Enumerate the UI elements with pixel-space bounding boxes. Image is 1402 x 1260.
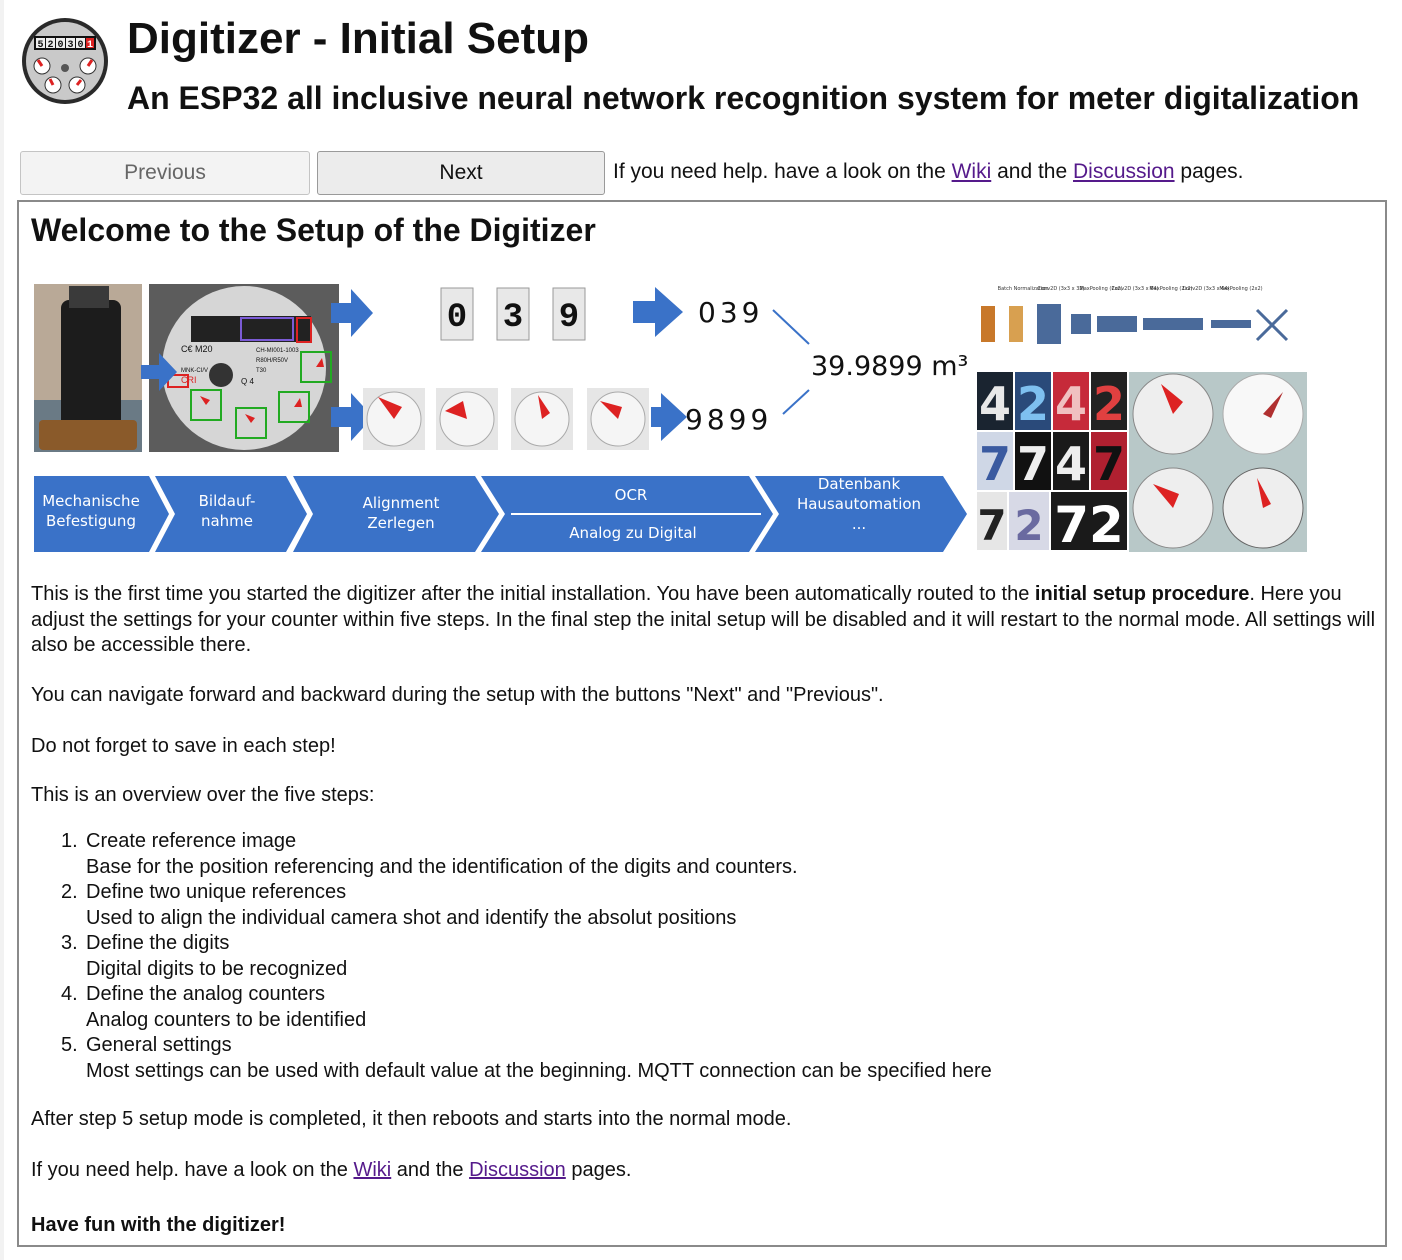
- meter-photo: C€ M20 CH-MI001-1003 R80H/R50V T30 MNK-C…: [149, 284, 339, 452]
- intro-paragraph: This is the first time you started the d…: [31, 582, 1377, 659]
- logo-digit: 0: [57, 40, 63, 51]
- help-and: and the: [396, 1159, 464, 1181]
- overview-intro: This is an overview over the five steps:: [31, 784, 375, 806]
- analog-samples: [1129, 372, 1307, 552]
- nn-layer-label: Batch Normalization: [998, 286, 1049, 292]
- digit-crop: 3: [503, 299, 523, 337]
- analog-crops: [363, 388, 649, 450]
- svg-text:4: 4: [1055, 377, 1087, 431]
- help-prefix: If you need help. have a look on the: [31, 1159, 348, 1181]
- digit-crop: 9: [559, 299, 579, 337]
- intro-text: This is the first time you started the d…: [31, 583, 1035, 605]
- svg-text:7: 7: [1017, 437, 1049, 491]
- fun-message: Have fun with the digitizer!: [31, 1214, 286, 1236]
- svg-text:4: 4: [979, 377, 1011, 431]
- navigate-paragraph: You can navigate forward and backward du…: [31, 684, 884, 706]
- meter-label: CH-MI001-1003: [256, 348, 299, 354]
- svg-text:72: 72: [1054, 496, 1124, 552]
- meter-label: C€ M20: [181, 344, 213, 354]
- logo-digit: 5: [37, 40, 43, 51]
- help-text-top: If you need help. have a look on the Wik…: [613, 160, 1243, 184]
- svg-text:7: 7: [1093, 437, 1125, 491]
- discussion-link[interactable]: Discussion: [469, 1159, 566, 1181]
- logo-digit: 3: [67, 40, 73, 51]
- process-step: Bildauf-nahme: [199, 492, 256, 530]
- svg-text:2: 2: [1093, 377, 1125, 431]
- process-chevrons: [34, 476, 967, 552]
- nn-layer-label: Conv2D (3x3 x 64): [1182, 286, 1229, 292]
- overview-figure: C€ M20 CH-MI001-1003 R80H/R50V T30 MNK-C…: [34, 284, 1307, 552]
- page-subtitle: An ESP32 all inclusive neural network re…: [127, 80, 1360, 116]
- help-text-bottom: If you need help. have a look on the Wik…: [31, 1158, 631, 1184]
- meter-label: T30: [256, 368, 267, 374]
- setup-panel: Welcome to the Setup of the Digitizer C€…: [17, 200, 1387, 1247]
- wiki-link[interactable]: Wiki: [951, 160, 992, 183]
- neural-net-diagram: Batch Normalization Conv2D (3x3 x 32) Ma…: [981, 286, 1289, 344]
- logo-digit: 1: [87, 40, 93, 51]
- nn-layer-label: Conv2D (3x3 x 64): [1111, 286, 1158, 292]
- nn-layer-label: MaxPooling (2x2): [1149, 286, 1192, 292]
- help-and: and the: [997, 160, 1068, 183]
- previous-button[interactable]: Previous: [20, 151, 310, 195]
- meter-label: R80H/R50V: [256, 358, 288, 364]
- intro-bold: initial setup procedure: [1034, 583, 1250, 605]
- digit-crop: 0: [447, 299, 467, 337]
- help-suffix: pages.: [571, 1159, 632, 1181]
- after-paragraph: After step 5 setup mode is completed, it…: [31, 1108, 792, 1130]
- svg-text:2: 2: [1014, 501, 1043, 550]
- meter-label: Q 4: [241, 377, 254, 386]
- meter-logo: 5 2 0 3 0 1: [22, 18, 108, 104]
- intro-text-rest: . Here you adjust the settings for your …: [31, 583, 1376, 656]
- nn-layer-label: MaxPooling (2x2): [1219, 286, 1262, 292]
- wiki-link[interactable]: Wiki: [353, 1159, 392, 1181]
- help-suffix: pages.: [1180, 160, 1244, 183]
- result-value: 39.9899 m³: [811, 351, 968, 382]
- svg-text:4: 4: [1055, 437, 1087, 491]
- value-bottom: 9899: [685, 403, 772, 436]
- svg-text:7: 7: [977, 501, 1006, 550]
- next-button[interactable]: Next: [317, 151, 605, 195]
- nn-layer-label: MaxPooling (2x2): [1079, 286, 1122, 292]
- page-left-edge: [0, 0, 4, 1260]
- page-title: Digitizer - Initial Setup: [127, 14, 590, 63]
- svg-text:7: 7: [979, 437, 1011, 491]
- svg-text:2: 2: [1017, 377, 1049, 431]
- device-photo: [34, 284, 142, 452]
- value-top: 039: [698, 296, 763, 329]
- process-step: OCR: [615, 486, 648, 504]
- discussion-link[interactable]: Discussion: [1073, 160, 1175, 183]
- save-reminder: Do not forget to save in each step!: [31, 735, 336, 757]
- help-prefix: If you need help. have a look on the: [613, 160, 946, 183]
- nn-layer-label: Conv2D (3x3 x 32): [1037, 286, 1084, 292]
- flow-arrows: [141, 287, 687, 441]
- process-step: Analog zu Digital: [569, 524, 696, 542]
- logo-digit: 0: [77, 40, 83, 51]
- meter-label: MNK-CI/V: [181, 368, 208, 374]
- digit-samples: 4 2 4 2 7 7 4 7 7 2 72: [977, 372, 1127, 552]
- welcome-heading: Welcome to the Setup of the Digitizer: [31, 212, 596, 248]
- logo-digit: 2: [47, 40, 53, 51]
